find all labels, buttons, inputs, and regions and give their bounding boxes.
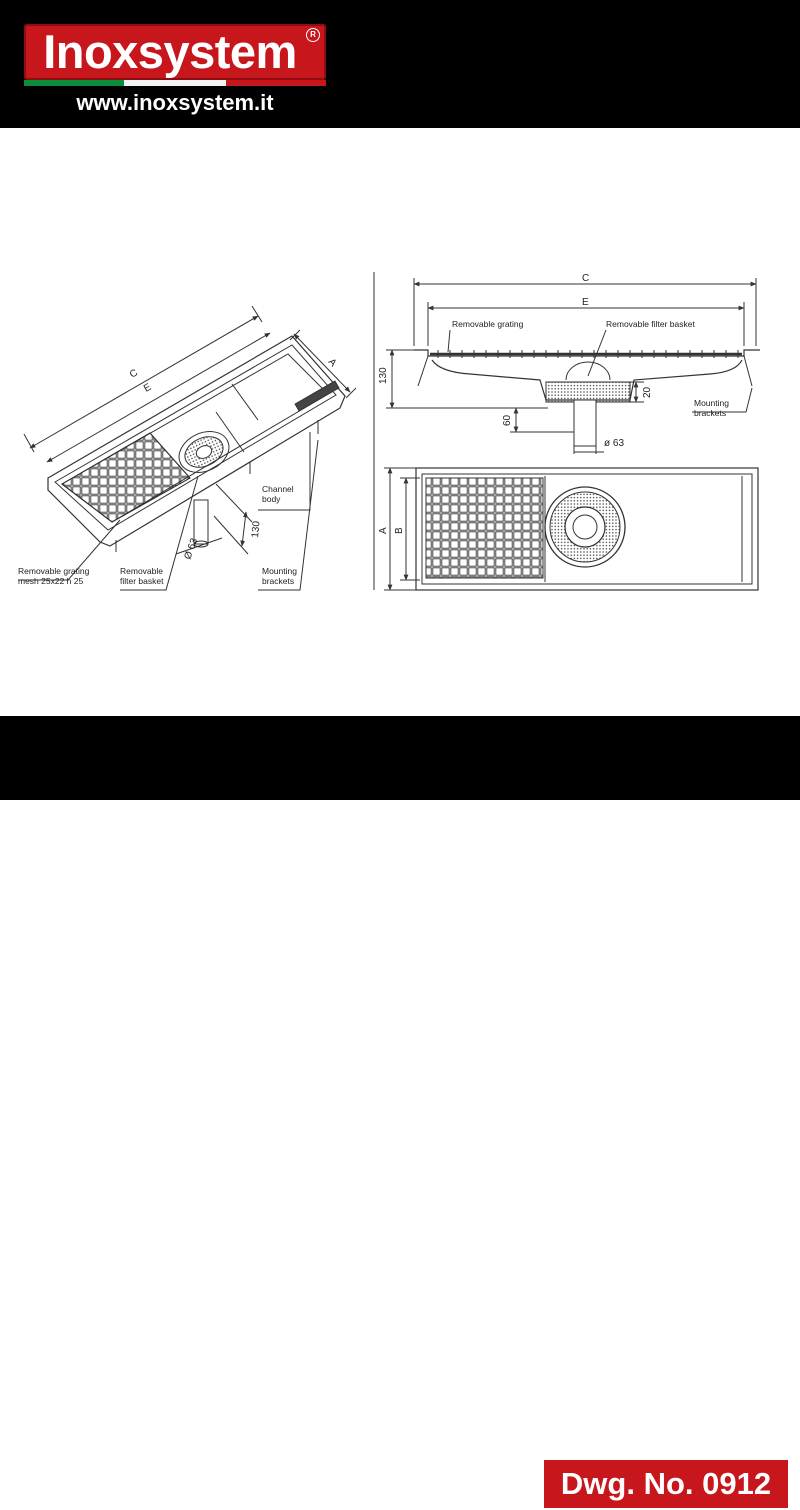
iso-outlet-pipe bbox=[193, 499, 209, 545]
flag-white bbox=[124, 80, 226, 86]
sec-label-grating: Removable grating bbox=[452, 319, 524, 329]
label-channel-1: Channel bbox=[262, 484, 294, 494]
sec-label-basket: Removable filter basket bbox=[606, 319, 695, 329]
label-basket-2: filter basket bbox=[120, 576, 164, 586]
section-view bbox=[373, 272, 760, 590]
plan-dim-label-b: B bbox=[394, 527, 405, 534]
sec-grating-teeth bbox=[437, 350, 739, 358]
iso-dim-ext bbox=[23, 433, 35, 453]
website-url: www.inoxsystem.it bbox=[76, 90, 274, 115]
header-bar: Inoxsystem R www.inoxsystem.it bbox=[0, 0, 800, 128]
italian-flag-stripe bbox=[24, 80, 326, 86]
iso-dim-130 bbox=[215, 483, 253, 523]
sec-bracket-tabs bbox=[417, 355, 753, 387]
iso-pipe-end bbox=[193, 540, 209, 548]
iso-dim-ext bbox=[251, 305, 263, 323]
leader-grating bbox=[18, 519, 121, 581]
iso-dim-dia bbox=[175, 537, 223, 555]
leader-brackets bbox=[258, 439, 319, 591]
iso-dim-line-e bbox=[46, 332, 271, 463]
channel-rim bbox=[54, 344, 337, 531]
isometric-view bbox=[18, 305, 357, 591]
plan-basket-outer bbox=[544, 486, 626, 568]
sec-rim bbox=[414, 349, 760, 357]
sec-dim-label-dia: ø 63 bbox=[604, 438, 624, 449]
plan-labels: A B bbox=[378, 527, 405, 534]
iso-dim-130-arrow bbox=[240, 511, 248, 547]
flag-green bbox=[24, 80, 124, 86]
leader-sec-basket bbox=[587, 329, 607, 377]
iso-dim-ext bbox=[289, 329, 301, 341]
label-grating-1: Removable grating bbox=[18, 566, 90, 576]
drawing-number: Dwg. No. 0912 bbox=[560, 1466, 772, 1501]
label-basket-1: Removable bbox=[120, 566, 163, 576]
section-labels: C E 130 60 20 ø 63 Removable grating Rem… bbox=[378, 273, 729, 449]
plan-outer bbox=[415, 467, 759, 591]
plan-grating bbox=[425, 477, 544, 579]
iso-dim-label-c: C bbox=[128, 367, 140, 380]
iso-dim-130 bbox=[213, 515, 249, 555]
sec-basket-dome bbox=[565, 361, 611, 381]
sec-dim-label-20: 20 bbox=[642, 386, 653, 398]
plan-dim-label-a: A bbox=[378, 527, 389, 534]
label-brackets-1: Mounting bbox=[262, 566, 297, 576]
sec-label-brackets-1: Mounting bbox=[694, 398, 729, 408]
sec-outlet-pipe bbox=[573, 399, 597, 447]
sec-dim-label-e: E bbox=[582, 297, 589, 308]
label-grating-2: mesh 25x22 h 25 bbox=[18, 576, 83, 586]
brand-logo: Inoxsystem R bbox=[24, 24, 326, 80]
iso-crease bbox=[231, 383, 259, 421]
iso-dim-label-130: 130 bbox=[250, 520, 262, 538]
flag-red bbox=[226, 80, 326, 86]
plan-grating-frame bbox=[425, 477, 544, 579]
iso-dim-label-a: A bbox=[326, 357, 339, 370]
technical-drawing: C E A Ø 63 130 Removable grating mesh 25… bbox=[18, 272, 760, 591]
iso-dim-line-c bbox=[29, 315, 259, 449]
leader-sec-brackets bbox=[692, 387, 753, 413]
iso-dim-ext bbox=[345, 387, 357, 399]
isometric-labels: C E A Ø 63 130 Removable grating mesh 25… bbox=[18, 357, 339, 586]
iso-basket-hole bbox=[195, 445, 213, 459]
sec-dim-label-130: 130 bbox=[378, 367, 389, 384]
label-brackets-2: brackets bbox=[262, 576, 294, 586]
channel-outer bbox=[47, 335, 346, 547]
iso-filter-basket bbox=[178, 431, 230, 473]
sec-dim-label-60: 60 bbox=[502, 414, 513, 426]
iso-dim-label-e: E bbox=[142, 382, 154, 395]
logo-text: Inoxsystem bbox=[43, 25, 297, 78]
plan-view bbox=[384, 467, 759, 591]
sec-dim-label-c: C bbox=[582, 273, 589, 284]
leader-basket bbox=[120, 475, 199, 591]
iso-grating-frame bbox=[61, 432, 191, 523]
iso-dim-line-a bbox=[293, 333, 351, 393]
footer-bar: Dwg. No. 0912 bbox=[0, 716, 800, 1510]
iso-brand-plate bbox=[294, 380, 340, 412]
leader-sec-grating bbox=[447, 329, 451, 353]
plan-outlet-hole bbox=[572, 514, 598, 540]
iso-crease bbox=[215, 411, 245, 453]
drawing-number-badge: Dwg. No. 0912 bbox=[542, 1458, 790, 1510]
iso-dim-label-dia: Ø 63 bbox=[182, 536, 200, 561]
label-channel-2: body bbox=[262, 494, 281, 504]
sec-label-brackets-2: brackets bbox=[694, 408, 726, 418]
registered-mark-icon: R bbox=[306, 28, 320, 42]
sec-basket bbox=[545, 381, 631, 403]
plan-inner bbox=[421, 473, 753, 585]
